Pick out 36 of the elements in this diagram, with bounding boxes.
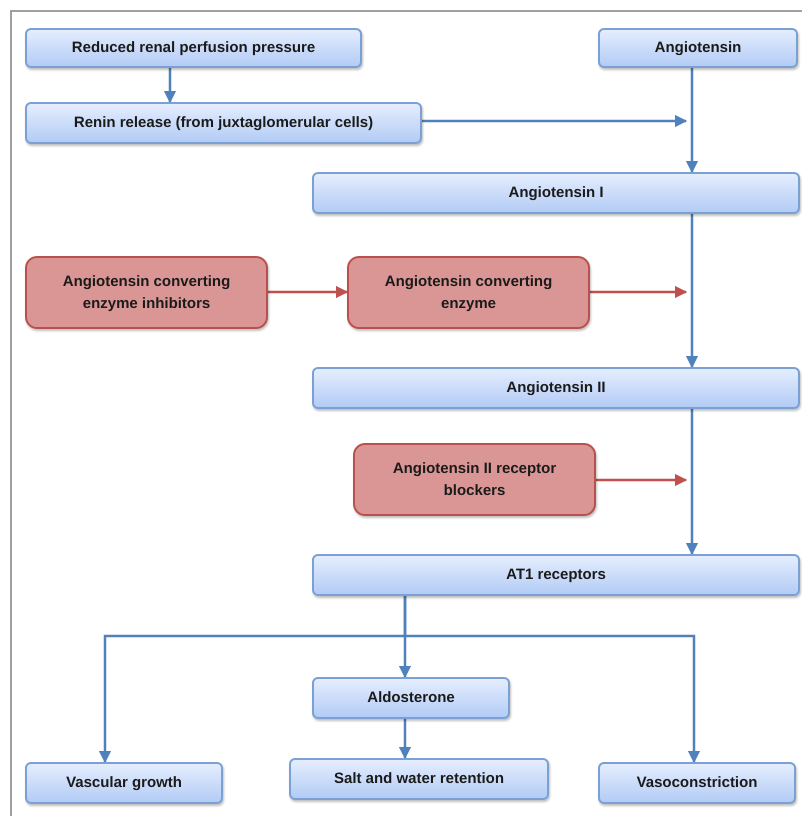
- process-box: [25, 102, 422, 144]
- drug-box: [25, 256, 268, 329]
- box-label: Angiotensin II receptor blockers: [392, 458, 558, 500]
- process-box: [312, 172, 800, 214]
- process-box: [312, 367, 800, 409]
- box-label: AT1 receptors: [506, 565, 606, 585]
- process-box: [598, 762, 796, 804]
- box-label: Vasoconstriction: [636, 773, 758, 793]
- box-label: Reduced renal perfusion pressure: [72, 38, 316, 58]
- arrow: [686, 214, 698, 368]
- drug-box: [353, 443, 596, 516]
- box-label: Salt and water retention: [334, 769, 504, 789]
- arrow: [164, 68, 176, 104]
- process-box: [312, 554, 800, 596]
- arrow: [398, 719, 412, 760]
- arrow: [404, 596, 700, 764]
- process-box: [25, 762, 223, 804]
- arrow: [596, 474, 688, 486]
- process-box: [289, 758, 549, 800]
- arrow: [268, 286, 348, 298]
- arrow: [590, 286, 688, 298]
- box-label: Angiotensin II: [506, 378, 606, 398]
- arrow: [686, 409, 698, 556]
- box-label: Vascular growth: [66, 773, 182, 793]
- arrow: [422, 114, 688, 128]
- process-box: [312, 677, 510, 719]
- box-label: Angiotensin converting enzyme inhibitors: [62, 272, 232, 314]
- box-label: Angiotensin converting enzyme: [384, 272, 554, 314]
- box-label: Aldosterone: [367, 688, 455, 708]
- drug-box: [347, 256, 590, 329]
- process-box: [598, 28, 798, 68]
- arrow: [686, 68, 698, 174]
- box-label: Renin release (from juxtaglomerular cells): [74, 113, 374, 133]
- process-box: [25, 28, 362, 68]
- box-label: Angiotensin I: [508, 183, 604, 203]
- box-label: Angiotensin: [654, 38, 742, 58]
